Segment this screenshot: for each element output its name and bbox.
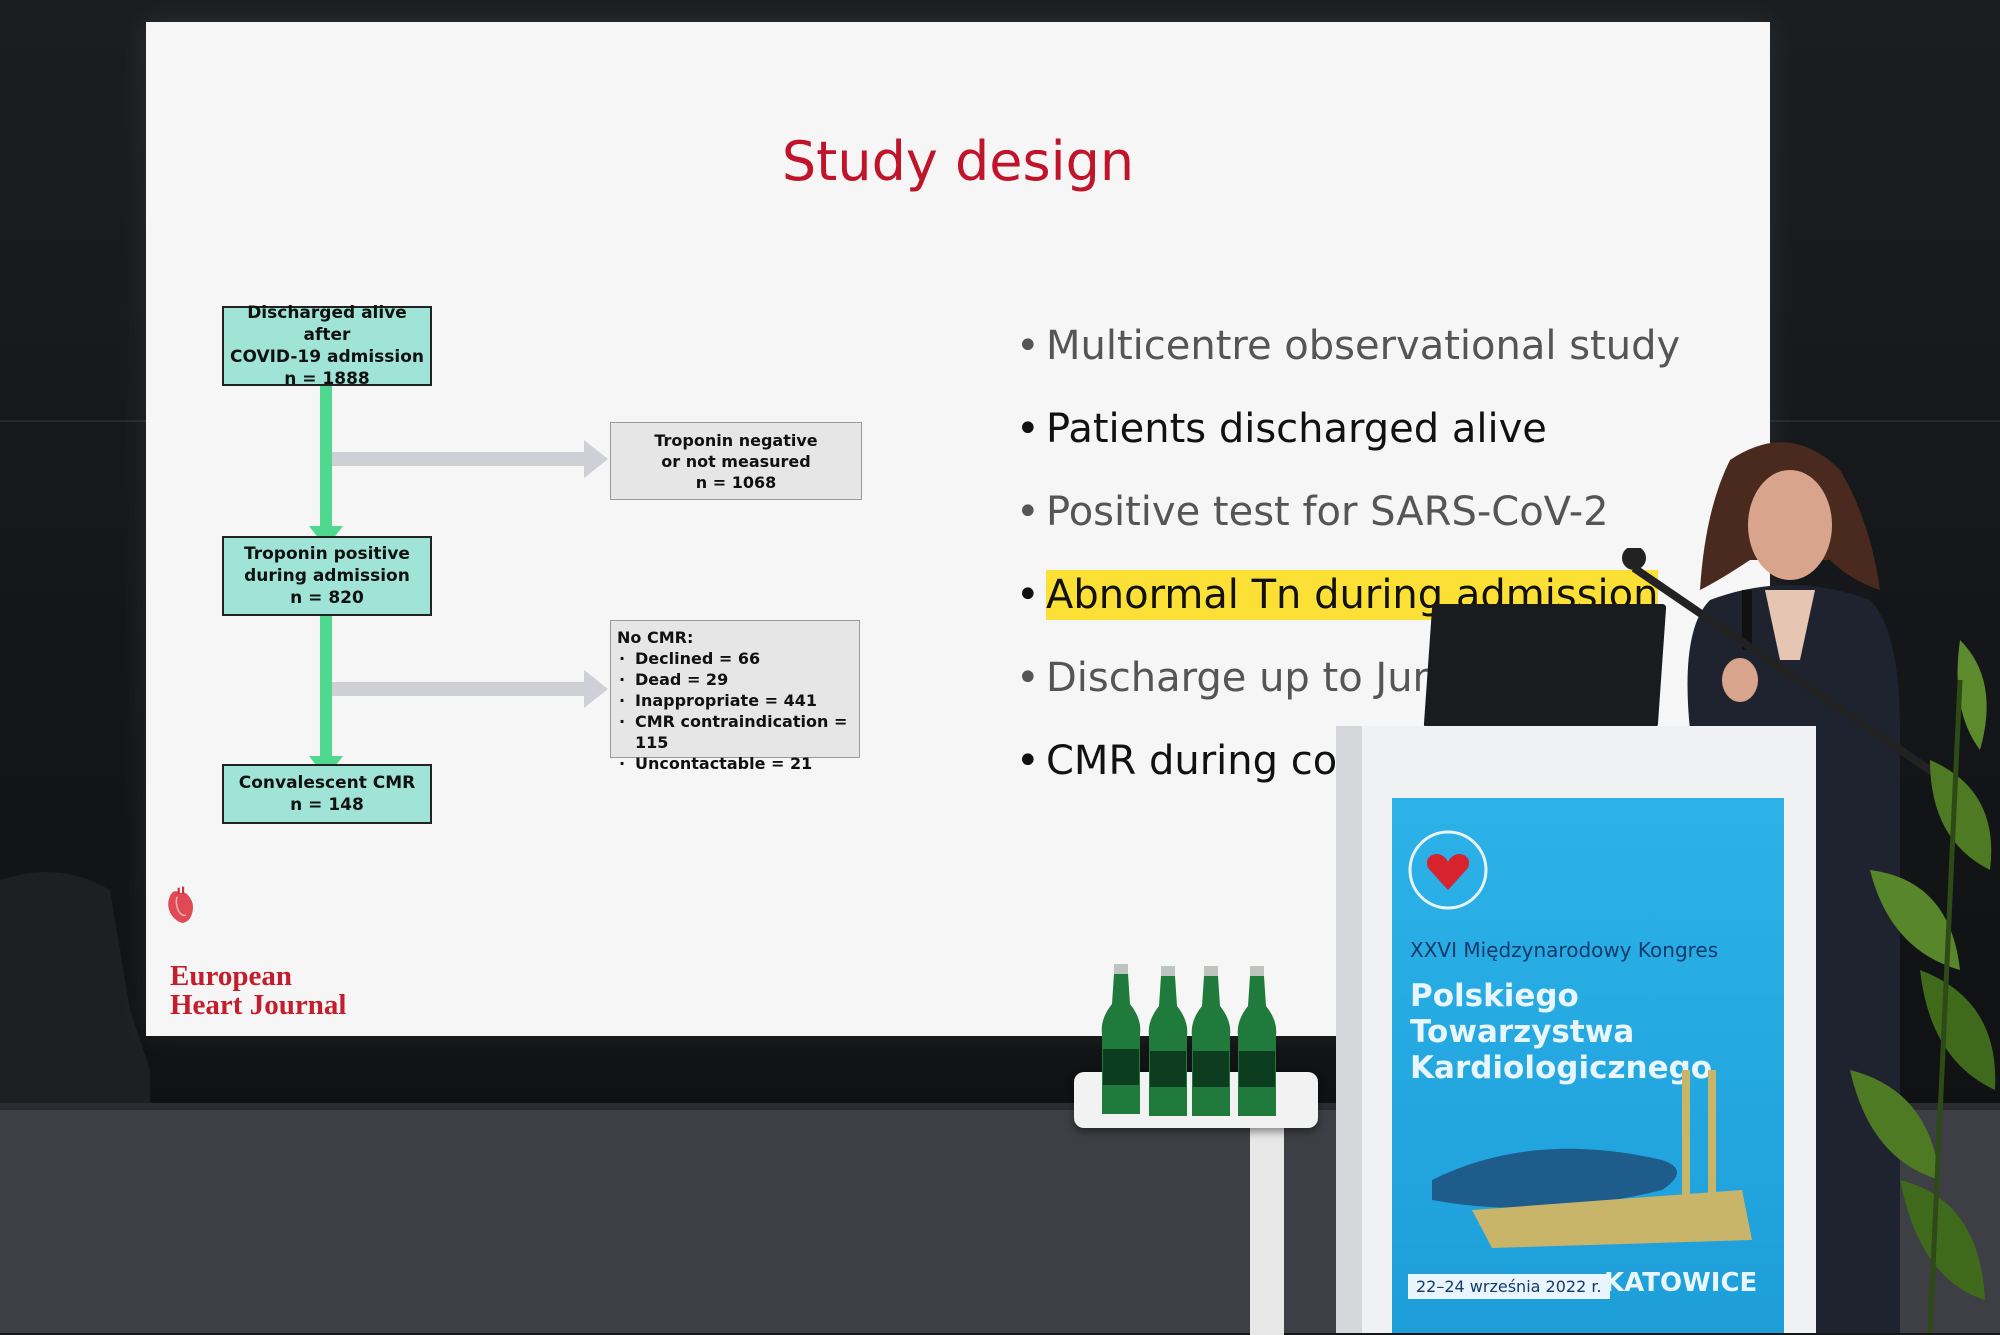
- flow-box-discharged: Discharged alive after COVID-19 admissio…: [222, 303, 432, 389]
- flow-box-no-cmr: No CMR: Declined = 66 Dead = 29 Inapprop…: [610, 620, 860, 774]
- water-bottle-icon: [1101, 964, 1141, 1114]
- journal-logo-text: European Heart Journal: [170, 962, 346, 1020]
- flow-box-text: n = 820: [290, 588, 364, 608]
- flow-box-text: Convalescent CMR: [238, 773, 416, 793]
- no-cmr-list: Declined = 66 Dead = 29 Inappropriate = …: [617, 648, 859, 774]
- logo-line: Heart Journal: [170, 989, 347, 1021]
- flow-box-text: Troponin negative: [654, 430, 818, 450]
- flow-box-convalescent-cmr: Convalescent CMR n = 148: [222, 764, 432, 824]
- bullet-item: •Positive test for SARS-CoV-2: [1016, 489, 1609, 535]
- congress-city: KATOWICE: [1604, 1268, 1758, 1298]
- slide-bullets: •Multicentre observational study •Patien…: [1016, 322, 1756, 820]
- list-item: Declined = 66: [617, 648, 859, 669]
- congress-banner: XXVI Międzynarodowy Kongres Polskiego To…: [1392, 798, 1784, 1333]
- society-line: Kardiologicznego: [1410, 1050, 1713, 1086]
- lectern-side: [1336, 726, 1362, 1333]
- flow-box-text: COVID-19 admission: [229, 347, 425, 367]
- flow-arrow-right-2: [332, 682, 586, 696]
- flow-box-text: or not measured: [661, 451, 811, 471]
- flow-arrow-right-1-tip: [584, 440, 608, 478]
- stage-edge: [0, 1103, 2000, 1113]
- flow-arrow-right-2-tip: [584, 670, 608, 708]
- list-item: Inappropriate = 441: [617, 690, 859, 711]
- flow-box-text: during admission: [244, 566, 410, 586]
- bullet-text: Positive test for SARS-CoV-2: [1046, 489, 1609, 535]
- microphone-stand-icon: [1622, 548, 1953, 788]
- list-item: CMR contraindication = 115: [617, 711, 859, 753]
- congress-date: 22–24 września 2022 r.: [1408, 1274, 1610, 1299]
- flow-box-troponin-negative: Troponin negative or not measured n = 10…: [610, 422, 862, 500]
- bullet-text: Abnormal Tn during admission: [1046, 570, 1659, 620]
- projection-screen: Study design Discharged alive after COVI…: [146, 22, 1770, 1036]
- flow-arrow-down-1: [320, 384, 332, 532]
- flow-arrow-right-1: [332, 452, 586, 466]
- bullet-text: Patients discharged alive: [1046, 406, 1547, 452]
- stadium-illustration: [1432, 1070, 1752, 1248]
- no-cmr-title: No CMR:: [617, 628, 694, 647]
- bullet-item: •Discharge up to June 2: [1016, 655, 1501, 701]
- bullet-item-highlighted: •Abnormal Tn during admission: [1016, 570, 1659, 620]
- society-emblem-icon: [1408, 830, 1488, 910]
- bullet-text: Multicentre observational study: [1046, 323, 1681, 369]
- congress-line: XXVI Międzynarodowy Kongres: [1410, 938, 1719, 962]
- flow-box-troponin-positive: Troponin positive during admission n = 8…: [222, 536, 432, 616]
- bullet-item: •Multicentre observational study: [1016, 323, 1681, 369]
- water-bottle-icon: [1148, 966, 1188, 1116]
- flow-box-text: n = 1888: [284, 369, 370, 389]
- water-bottle-icon: [1191, 966, 1231, 1116]
- flow-arrow-down-2: [320, 614, 332, 762]
- flow-box-text: Discharged alive after: [247, 303, 407, 345]
- list-item: Uncontactable = 21: [617, 753, 859, 774]
- bullet-text: Discharge up to June 2: [1046, 655, 1501, 701]
- flow-box-text: Troponin positive: [244, 544, 410, 564]
- list-item: Dead = 29: [617, 669, 859, 690]
- heart-logo-icon: [168, 886, 194, 923]
- logo-line: European: [170, 960, 292, 992]
- water-bottle-icon: [1237, 966, 1277, 1116]
- slide-title: Study design: [781, 130, 1135, 193]
- bullet-item: •Patients discharged alive: [1016, 406, 1547, 452]
- society-line: Polskiego Towarzystwa: [1410, 978, 1635, 1050]
- flow-box-text: n = 1068: [695, 472, 777, 492]
- flow-box-text: n = 148: [290, 795, 364, 815]
- plant: [1850, 640, 1996, 1333]
- side-table-leg: [1250, 1125, 1284, 1335]
- congress-society: Polskiego Towarzystwa Kardiologicznego: [1410, 978, 1784, 1086]
